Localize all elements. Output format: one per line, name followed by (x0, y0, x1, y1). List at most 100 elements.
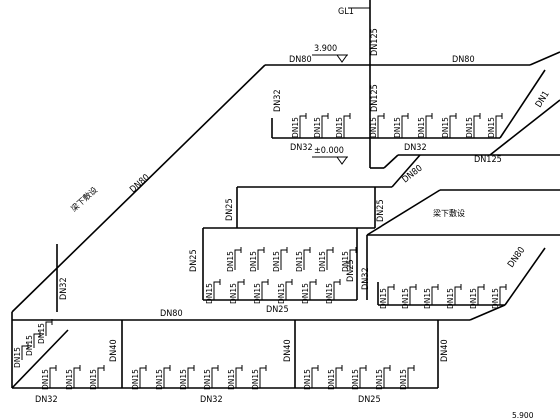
lower-dn32-label-b: DN32 (200, 395, 223, 405)
fixture-size-label: DN15 (375, 369, 384, 390)
fixture-size-label: DN15 (253, 283, 262, 304)
fixture-dn15: DN15 (325, 279, 341, 304)
upper-branch-dn32-b: DN32 (404, 143, 427, 153)
fixture-size-label: DN15 (393, 117, 402, 138)
fixture-size-label: DN15 (487, 117, 496, 138)
lower-dn80-label: DN80 (160, 309, 183, 319)
fixture-dn15: DN15 (441, 113, 457, 138)
middle-block-pipework: DN25 DN25 DN25 DN25 DN25 DN32 梁下敷设 DN80 (189, 187, 560, 315)
fixture-dn15: DN15 (205, 279, 221, 304)
diagonal-dn80-label: DN80 (128, 173, 151, 196)
fixture-size-label: DN15 (227, 369, 236, 390)
fixture-dn15: DN15 (401, 284, 417, 309)
lower-dn25-label: DN25 (358, 395, 381, 405)
fixture-dn15: DN15 (301, 279, 317, 304)
fixture-size-label: DN15 (272, 251, 281, 272)
middle-dn25-right-v: DN25 (346, 259, 356, 282)
fixture-size-label: DN15 (327, 369, 336, 390)
elevation-top-label: 3.900 (314, 44, 337, 54)
fixture-dn15: DN15 (369, 113, 385, 138)
lower-dn40-label-c: DN40 (440, 339, 450, 362)
upper-right-dn1-label: DN1 (534, 89, 552, 109)
fixture-size-label: DN15 (229, 283, 238, 304)
fixture-dn15: DN15 (379, 284, 395, 309)
upper-branch-dn32-v: DN32 (273, 89, 283, 112)
elevation-floor: ±0.000 (312, 146, 348, 165)
fixture-size-label: DN15 (295, 251, 304, 272)
fixture-dn15: DN15 (229, 279, 245, 304)
fixture-dn15: DN15 (89, 365, 105, 390)
riser-label: GL1 (338, 7, 354, 17)
fixture-size-label: DN15 (205, 283, 214, 304)
fixture-size-label: DN15 (37, 323, 46, 344)
fixture-dn15: DN15 (155, 365, 171, 390)
fixture-dn15: DN15 (351, 365, 367, 390)
fixture-dn15: DN15 (446, 284, 462, 309)
fixture-size-label: DN15 (351, 369, 360, 390)
fixture-dn15: DN15 (291, 113, 307, 138)
fixture-dn15: DN15 (303, 365, 319, 390)
fixture-dn15: DN15 (491, 284, 507, 309)
fixture-size-label: DN15 (131, 369, 140, 390)
fixture-size-label: DN15 (465, 117, 474, 138)
fixture-dn15: DN15 (249, 247, 265, 272)
fixture-size-label: DN15 (325, 283, 334, 304)
middle-dn25-top: DN25 (225, 198, 235, 221)
fixture-size-label: DN15 (179, 369, 188, 390)
lower-dn40-label-a: DN40 (109, 339, 119, 362)
fixture-size-label: DN15 (417, 117, 426, 138)
fixture-dn15: DN15 (469, 284, 485, 309)
fixture-dn15: DN15 (226, 247, 242, 272)
bottom-cut-label: 5.900 (512, 411, 534, 420)
fixture-dn15: DN15 (41, 365, 57, 390)
fixture-size-label: DN15 (399, 369, 408, 390)
fixture-dn15: DN15 (203, 365, 219, 390)
fixture-dn15: DN15 (25, 331, 41, 356)
fixture-size-label: DN15 (303, 369, 312, 390)
upper-branch-dn32-a: DN32 (290, 143, 313, 153)
middle-right-dn80-label: DN80 (506, 245, 527, 269)
riser-size-top: DN125 (370, 28, 380, 56)
lower-dn32-label-a: DN32 (35, 395, 58, 405)
fixture-dn15: DN15 (13, 343, 29, 368)
fixture-size-label: DN15 (155, 369, 164, 390)
fixture-size-label: DN15 (89, 369, 98, 390)
riser-size-mid: DN125 (370, 84, 380, 112)
fixture-size-label: DN15 (379, 288, 388, 309)
fixture-size-label: DN15 (251, 369, 260, 390)
fixture-size-label: DN15 (277, 283, 286, 304)
fixture-dn15: DN15 (487, 113, 503, 138)
fixture-size-label: DN15 (25, 335, 34, 356)
fixture-dn15: DN15 (423, 284, 439, 309)
fixture-size-label: DN15 (318, 251, 327, 272)
fixture-dn15: DN15 (251, 365, 267, 390)
fixture-size-label: DN15 (313, 117, 322, 138)
under-beam-note-left: 梁下敷设 (69, 185, 99, 214)
fixture-size-label: DN15 (423, 288, 432, 309)
fixture-size-label: DN15 (491, 288, 500, 309)
middle-dn25-bottom: DN25 (266, 305, 289, 315)
lower-dn32-v-label: DN32 (59, 277, 69, 300)
fixture-size-label: DN15 (65, 369, 74, 390)
fixture-dn15: DN15 (417, 113, 433, 138)
fixture-size-label: DN15 (226, 251, 235, 272)
fixture-size-label: DN15 (341, 251, 350, 272)
under-beam-note-right: 梁下敷设 (433, 208, 465, 218)
lower-dn40-label-b: DN40 (283, 339, 293, 362)
fixture-size-label: DN15 (441, 117, 450, 138)
lower-floor-pipework: DN80 DN32 DN32 DN32 DN25 DN40 DN40 DN40 … (11, 244, 534, 420)
fixture-size-label: DN15 (301, 283, 310, 304)
elevation-floor-label: ±0.000 (314, 146, 344, 156)
fixture-size-label: DN15 (446, 288, 455, 309)
upper-dn80-label-1: DN80 (289, 55, 312, 65)
fixture-dn15: DN15 (65, 365, 81, 390)
fixture-dn15: DN15 (399, 365, 415, 390)
riser-gl1: GL1 DN125 DN125 (338, 0, 380, 168)
fixture-dn15: DN15 (341, 247, 357, 272)
fixture-size-label: DN15 (335, 117, 344, 138)
fixture-size-label: DN15 (13, 347, 22, 368)
middle-dn25-left: DN25 (189, 249, 199, 272)
fixture-dn15: DN15 (375, 365, 391, 390)
